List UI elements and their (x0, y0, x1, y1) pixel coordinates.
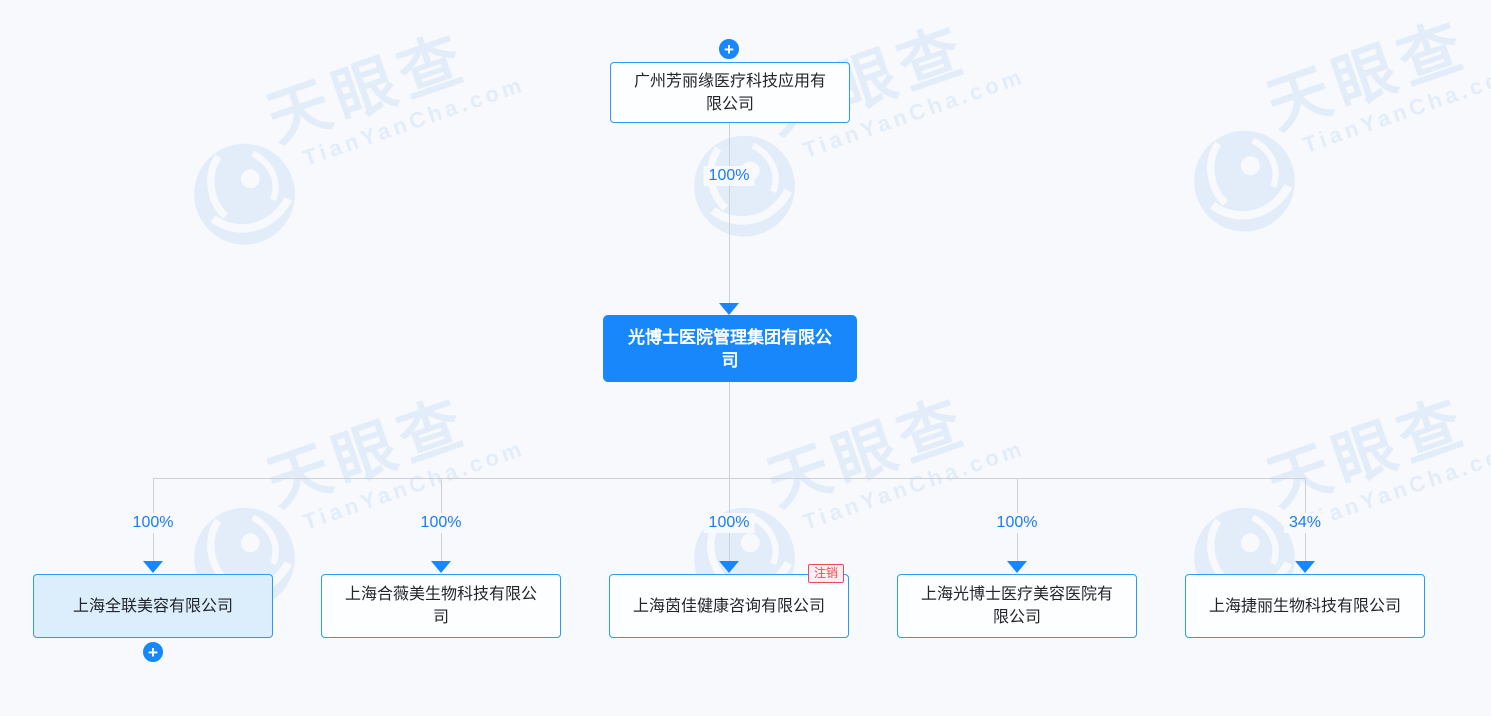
watermark-domain-text: TianYanCha.com (1299, 435, 1491, 535)
node-parent-company[interactable]: 广州芳丽缘医疗科技应用有限公司 (610, 62, 850, 123)
tianyancha-watermark: 天眼查 TianYanCha.com (659, 0, 1031, 274)
expand-parent-button[interactable]: + (717, 37, 741, 61)
watermark-domain-text: TianYanCha.com (1299, 58, 1491, 158)
node-subsidiary-1[interactable]: 上海全联美容有限公司 (33, 574, 273, 638)
node-subsidiary-2[interactable]: 上海合薇美生物科技有限公司 (321, 574, 561, 638)
arrow-down-icon (143, 561, 163, 573)
tianyancha-watermark: 天眼查 TianYanCha.com (1159, 0, 1491, 269)
arrow-down-icon (719, 303, 739, 315)
status-badge-cancelled: 注销 (807, 564, 844, 583)
watermark-brand-text: 天眼查 (258, 22, 478, 156)
watermark-brand-text: 天眼查 (1258, 386, 1478, 520)
node-subsidiary-5[interactable]: 上海捷丽生物科技有限公司 (1185, 574, 1425, 638)
node-focus-company[interactable]: 光博士医院管理集团有限公司 (603, 315, 857, 382)
company-name: 广州芳丽缘医疗科技应用有限公司 (633, 72, 826, 113)
ownership-percent-label: 100% (415, 513, 467, 533)
arrow-down-icon (1295, 561, 1315, 573)
tianyancha-watermark: 天眼查 TianYanCha.com (159, 0, 531, 282)
ownership-percent-label: 100% (703, 166, 755, 186)
tianyancha-logo-icon (194, 143, 295, 245)
company-name: 上海合薇美生物科技有限公司 (344, 586, 537, 626)
watermark-brand-text: 天眼查 (258, 386, 478, 520)
ownership-percent-label: 100% (703, 513, 755, 533)
arrow-down-icon (1007, 561, 1027, 573)
node-subsidiary-4[interactable]: 上海光博士医疗美容医院有限公司 (897, 574, 1137, 638)
plus-icon: + (148, 642, 158, 662)
watermark-domain-text: TianYanCha.com (299, 71, 529, 171)
ownership-percent-label: 100% (127, 513, 179, 533)
watermark-brand-text: 天眼查 (758, 386, 978, 520)
tianyancha-logo-icon (1194, 130, 1295, 232)
ownership-percent-label: 34% (1283, 513, 1327, 533)
arrow-down-icon (719, 561, 739, 573)
connector-line (729, 123, 730, 304)
company-name: 上海茵佳健康咨询有限公司 (632, 597, 825, 615)
arrow-down-icon (431, 561, 451, 573)
watermark-domain-text: TianYanCha.com (299, 435, 529, 535)
tianyancha-logo-icon (694, 135, 795, 237)
plus-icon: + (724, 39, 734, 59)
company-name: 上海光博士医疗美容医院有限公司 (920, 586, 1113, 626)
node-subsidiary-3[interactable]: 注销 上海茵佳健康咨询有限公司 (609, 564, 849, 638)
watermark-brand-text: 天眼查 (1258, 9, 1478, 143)
company-name: 上海全联美容有限公司 (72, 597, 233, 615)
company-name: 光博士医院管理集团有限公司 (628, 327, 832, 370)
ownership-percent-label: 100% (991, 513, 1043, 533)
company-name: 上海捷丽生物科技有限公司 (1208, 597, 1401, 615)
expand-children-button[interactable]: + (141, 640, 165, 664)
connector-line (729, 382, 730, 478)
